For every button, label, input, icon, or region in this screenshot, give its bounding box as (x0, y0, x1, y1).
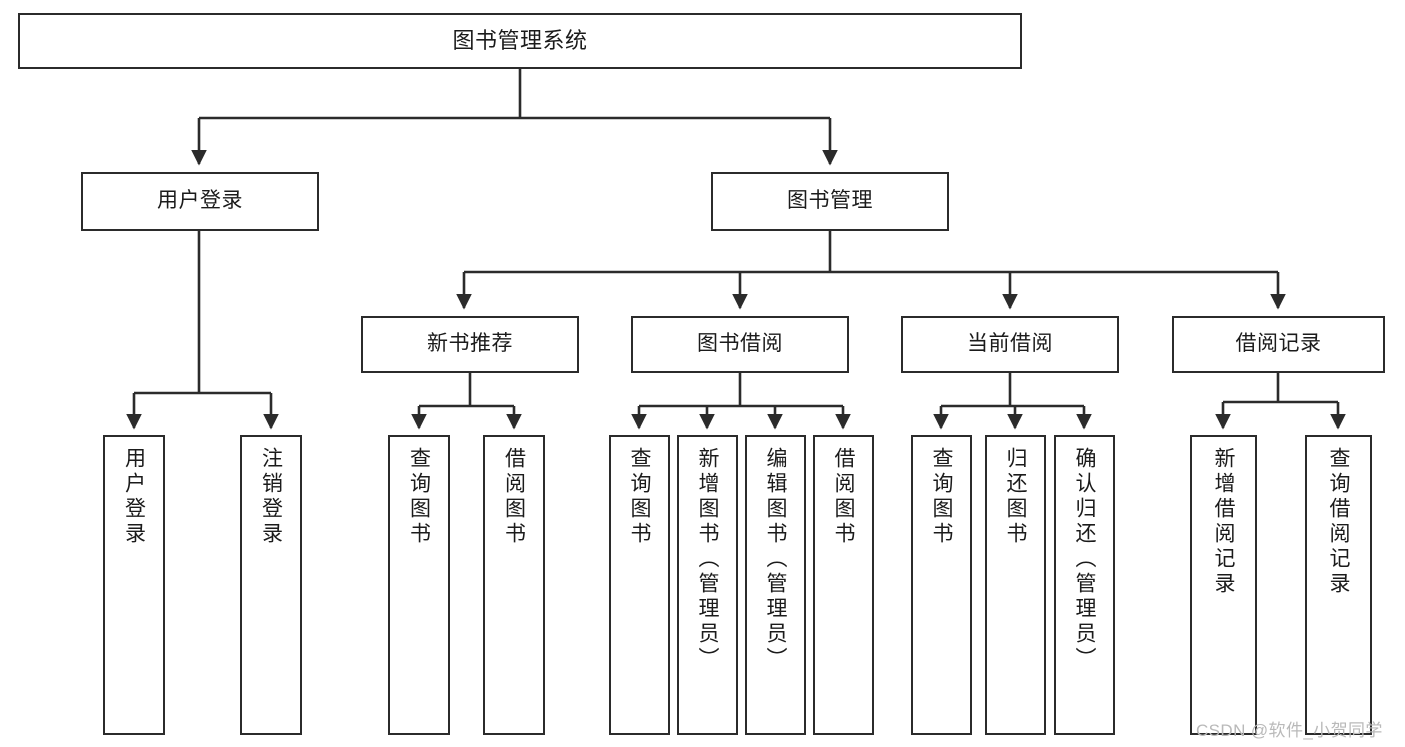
csdn-watermark: CSDN @软件_小贺同学 (1196, 721, 1383, 740)
node-leaf-add-record-label: 新增借阅记录 (1212, 447, 1235, 597)
node-leaf-query-book-2[interactable]: 查询图书 (609, 435, 670, 735)
node-root[interactable]: 图书管理系统 (18, 13, 1022, 69)
node-new-book-rec-label: 新书推荐 (427, 332, 513, 356)
node-leaf-user-login-label: 用户登录 (122, 447, 146, 547)
node-book-manage[interactable]: 图书管理 (711, 172, 949, 231)
node-current-borrow-label: 当前借阅 (967, 332, 1053, 356)
node-leaf-query-book-1[interactable]: 查询图书 (388, 435, 450, 735)
node-book-borrow-label: 图书借阅 (697, 332, 783, 356)
node-leaf-edit-book-label: 编辑图书（管理员） (764, 447, 787, 672)
node-leaf-user-login[interactable]: 用户登录 (103, 435, 165, 735)
node-leaf-query-record-label: 查询借阅记录 (1327, 447, 1350, 597)
node-leaf-confirm-return[interactable]: 确认归还（管理员） (1054, 435, 1115, 735)
node-new-book-rec[interactable]: 新书推荐 (361, 316, 579, 373)
node-borrow-record-label: 借阅记录 (1235, 332, 1322, 356)
node-leaf-logout-label: 注销登录 (259, 447, 283, 547)
node-leaf-borrow-book-2-label: 借阅图书 (832, 447, 855, 547)
node-leaf-borrow-book-1[interactable]: 借阅图书 (483, 435, 545, 735)
node-leaf-add-book[interactable]: 新增图书（管理员） (677, 435, 738, 735)
node-book-manage-label: 图书管理 (787, 189, 873, 213)
node-leaf-query-book-2-label: 查询图书 (628, 447, 651, 547)
node-leaf-edit-book[interactable]: 编辑图书（管理员） (745, 435, 806, 735)
node-leaf-query-book-3[interactable]: 查询图书 (911, 435, 972, 735)
node-leaf-query-book-1-label: 查询图书 (407, 447, 431, 547)
node-leaf-query-book-3-label: 查询图书 (930, 447, 953, 547)
node-leaf-logout[interactable]: 注销登录 (240, 435, 302, 735)
node-current-borrow[interactable]: 当前借阅 (901, 316, 1119, 373)
node-leaf-return-book[interactable]: 归还图书 (985, 435, 1046, 735)
node-book-borrow[interactable]: 图书借阅 (631, 316, 849, 373)
node-root-label: 图书管理系统 (452, 28, 588, 54)
node-leaf-confirm-return-label: 确认归还（管理员） (1073, 447, 1096, 672)
node-leaf-borrow-book-1-label: 借阅图书 (502, 447, 526, 547)
node-user-login[interactable]: 用户登录 (81, 172, 319, 231)
node-leaf-return-book-label: 归还图书 (1004, 447, 1027, 547)
node-leaf-add-record[interactable]: 新增借阅记录 (1190, 435, 1257, 735)
node-leaf-add-book-label: 新增图书（管理员） (696, 447, 719, 672)
node-user-login-label: 用户登录 (157, 189, 243, 213)
node-leaf-borrow-book-2[interactable]: 借阅图书 (813, 435, 874, 735)
node-borrow-record[interactable]: 借阅记录 (1172, 316, 1385, 373)
node-leaf-query-record[interactable]: 查询借阅记录 (1305, 435, 1372, 735)
